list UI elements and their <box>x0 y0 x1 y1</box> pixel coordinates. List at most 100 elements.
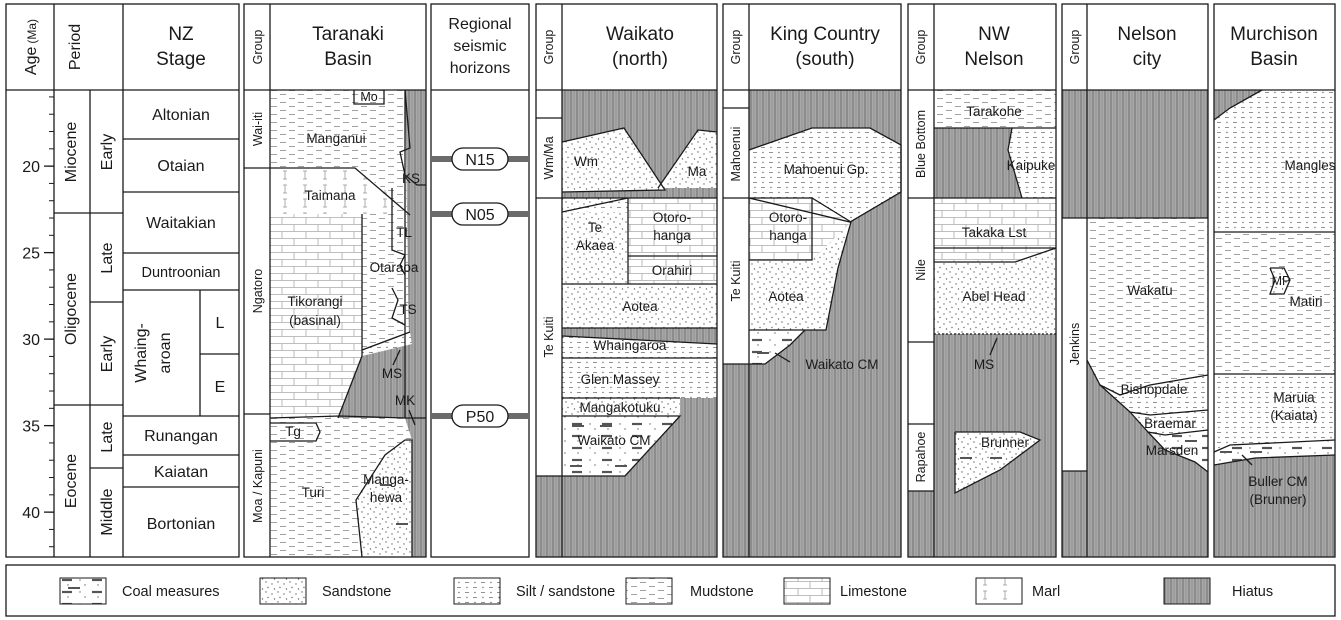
seismic-column: Regional seismic horizons N15 N05 P50 <box>430 3 530 558</box>
svg-text:Marl: Marl <box>1032 584 1060 600</box>
unit-wm: Wm <box>574 154 598 169</box>
unit-taimana: Taimana <box>304 188 356 203</box>
nz-stage-header-1: NZ <box>168 24 194 45</box>
unit-tl: TL <box>396 225 412 240</box>
subepoch-miocene-early: Early <box>99 134 116 170</box>
unit-mk: MK <box>395 393 415 408</box>
svg-text:Silt / sandstone: Silt / sandstone <box>516 584 615 600</box>
unit-otaraoa: Otaraoa <box>370 260 419 275</box>
subepoch-eocene-late: Late <box>99 421 116 452</box>
legend-item-sandstone: Sandstone <box>259 577 391 605</box>
taranaki-group-moa-kapuni: Moa / Kapuni <box>251 449 265 523</box>
nwnelson-group-rapahoe: Rapahoe <box>914 432 928 483</box>
unit-tikorangi-basinal: (basinal) <box>289 313 341 328</box>
waikato-group-te-kuiti: Te Kuiti <box>542 317 556 358</box>
stage-duntroonian: Duntroonian <box>142 265 221 281</box>
unit-te-akaea-2: Akaea <box>576 238 615 253</box>
horizon-p50: P50 <box>466 409 495 426</box>
nwnelson-group-header: Group <box>914 30 928 65</box>
nelsoncity-header-1: Nelson <box>1117 24 1176 45</box>
nelsoncity-group-header: Group <box>1068 30 1082 65</box>
king-header-2: (south) <box>795 49 854 70</box>
unit-maruia-kaiata: (Kaiata) <box>1270 408 1317 423</box>
stage-otaian: Otaian <box>157 158 204 175</box>
nwnelson-header-2: Nelson <box>964 49 1023 70</box>
unit-manga-hewa-1: Manga- <box>363 472 409 487</box>
age-tick-label: 25 <box>22 246 40 263</box>
age-tick-label: 20 <box>22 159 40 176</box>
subepoch-oligocene-early: Early <box>99 336 116 372</box>
unit-mahoenui-gp: Mahoenui Gp. <box>784 162 869 177</box>
epoch-oligocene: Oligocene <box>63 273 80 345</box>
unit-buller-cm: Buller CM <box>1248 474 1307 489</box>
unit-aotea: Aotea <box>622 299 658 314</box>
stage-whaingaroan-2: aroan <box>157 333 174 374</box>
unit-king-otorohanga-2: hanga <box>769 228 807 243</box>
stage-whaingaroan-1: Whaing- <box>133 323 150 383</box>
subepoch-eocene-middle: Middle <box>99 488 116 535</box>
legend-item-marl: Marl <box>975 577 1060 605</box>
unit-tarakohe: Tarakohe <box>966 104 1022 119</box>
svg-text:Sandstone: Sandstone <box>322 584 391 600</box>
king-country-column: Group King Country (south) Mahoenui Te K… <box>722 3 902 558</box>
epoch-miocene: Miocene <box>63 122 80 183</box>
svg-text:Mudstone: Mudstone <box>690 584 754 600</box>
nelson-city-column: Group Nelson city Jenkins Wakatu Bishopd… <box>1061 3 1209 558</box>
age-tick-label: 35 <box>22 419 40 436</box>
unit-buller-cm-brunner: (Brunner) <box>1249 492 1306 507</box>
age-tick-label: 40 <box>22 505 40 522</box>
unit-ms: MS <box>382 366 402 381</box>
unit-turi: Turi <box>302 485 325 500</box>
unit-mangles: Mangles <box>1284 158 1335 173</box>
unit-mangakotuku: Mangakotuku <box>579 400 660 415</box>
horizon-n15: N15 <box>465 152 494 169</box>
unit-manga-hewa-2: hewa <box>370 490 403 505</box>
waikato-column: Group Waikato (north) Wm/Ma Te Kuiti Wm … <box>535 3 718 558</box>
unit-ts: TS <box>399 302 416 317</box>
unit-takaka-lst: Takaka Lst <box>962 225 1027 240</box>
legend-item-limestone: Limestone <box>783 577 907 605</box>
unit-mo: Mo <box>360 90 377 104</box>
unit-abel-head: Abel Head <box>962 289 1025 304</box>
unit-mp: MP <box>1272 274 1291 288</box>
unit-king-aotea: Aotea <box>768 289 804 304</box>
legend-item-hiatus: Hiatus <box>1163 577 1273 605</box>
unit-manganui: Manganui <box>306 131 365 146</box>
taranaki-group-ngatoro: Ngatoro <box>251 269 265 314</box>
svg-text:Limestone: Limestone <box>840 584 907 600</box>
unit-glen-massey: Glen Massey <box>581 372 660 387</box>
nz-stage-header-2: Stage <box>156 49 206 70</box>
nelsoncity-group-jenkins: Jenkins <box>1068 323 1082 365</box>
taranaki-header-1: Taranaki <box>312 24 384 45</box>
waikato-header-2: (north) <box>612 49 668 70</box>
horizon-n05: N05 <box>465 207 494 224</box>
unit-otorohanga-2: hanga <box>653 228 691 243</box>
unit-ks: KS <box>402 171 420 186</box>
nw-nelson-column: Group NW Nelson Blue Bottom Nile Rapahoe… <box>907 3 1057 558</box>
unit-otorohanga-1: Otoro- <box>653 210 691 225</box>
taranaki-column: Group Taranaki Basin Wai-iti Ngatoro Moa… <box>243 3 427 558</box>
regional-header-3: horizons <box>450 60 510 77</box>
king-group-mahoenui: Mahoenui <box>729 127 743 182</box>
subepoch-oligocene-late: Late <box>99 242 116 273</box>
legend: Coal measures Sandstone Silt / sandstone… <box>5 564 1336 617</box>
nwnelson-group-blue-bottom: Blue Bottom <box>914 110 928 178</box>
epoch-eocene: Eocene <box>63 454 80 508</box>
unit-braemar: Braemar <box>1144 416 1196 431</box>
unit-nw-ms: MS <box>974 357 994 372</box>
stage-bortonian: Bortonian <box>147 516 216 533</box>
age-header: Age(Ma) <box>23 19 40 75</box>
unit-king-otorohanga-1: Otoro- <box>769 210 807 225</box>
unit-ma: Ma <box>688 164 707 179</box>
svg-text:Hiatus: Hiatus <box>1232 584 1273 600</box>
unit-wakatu: Wakatu <box>1127 283 1172 298</box>
stage-waitakian: Waitakian <box>146 215 216 232</box>
unit-brunner: Brunner <box>981 435 1030 450</box>
waikato-group-wm-ma: Wm/Ma <box>542 136 556 179</box>
murchison-header-1: Murchison <box>1230 24 1318 45</box>
unit-maruia: Maruia <box>1273 390 1315 405</box>
regional-header-2: seismic <box>453 38 506 55</box>
king-group-te-kuiti: Te Kuiti <box>729 261 743 302</box>
